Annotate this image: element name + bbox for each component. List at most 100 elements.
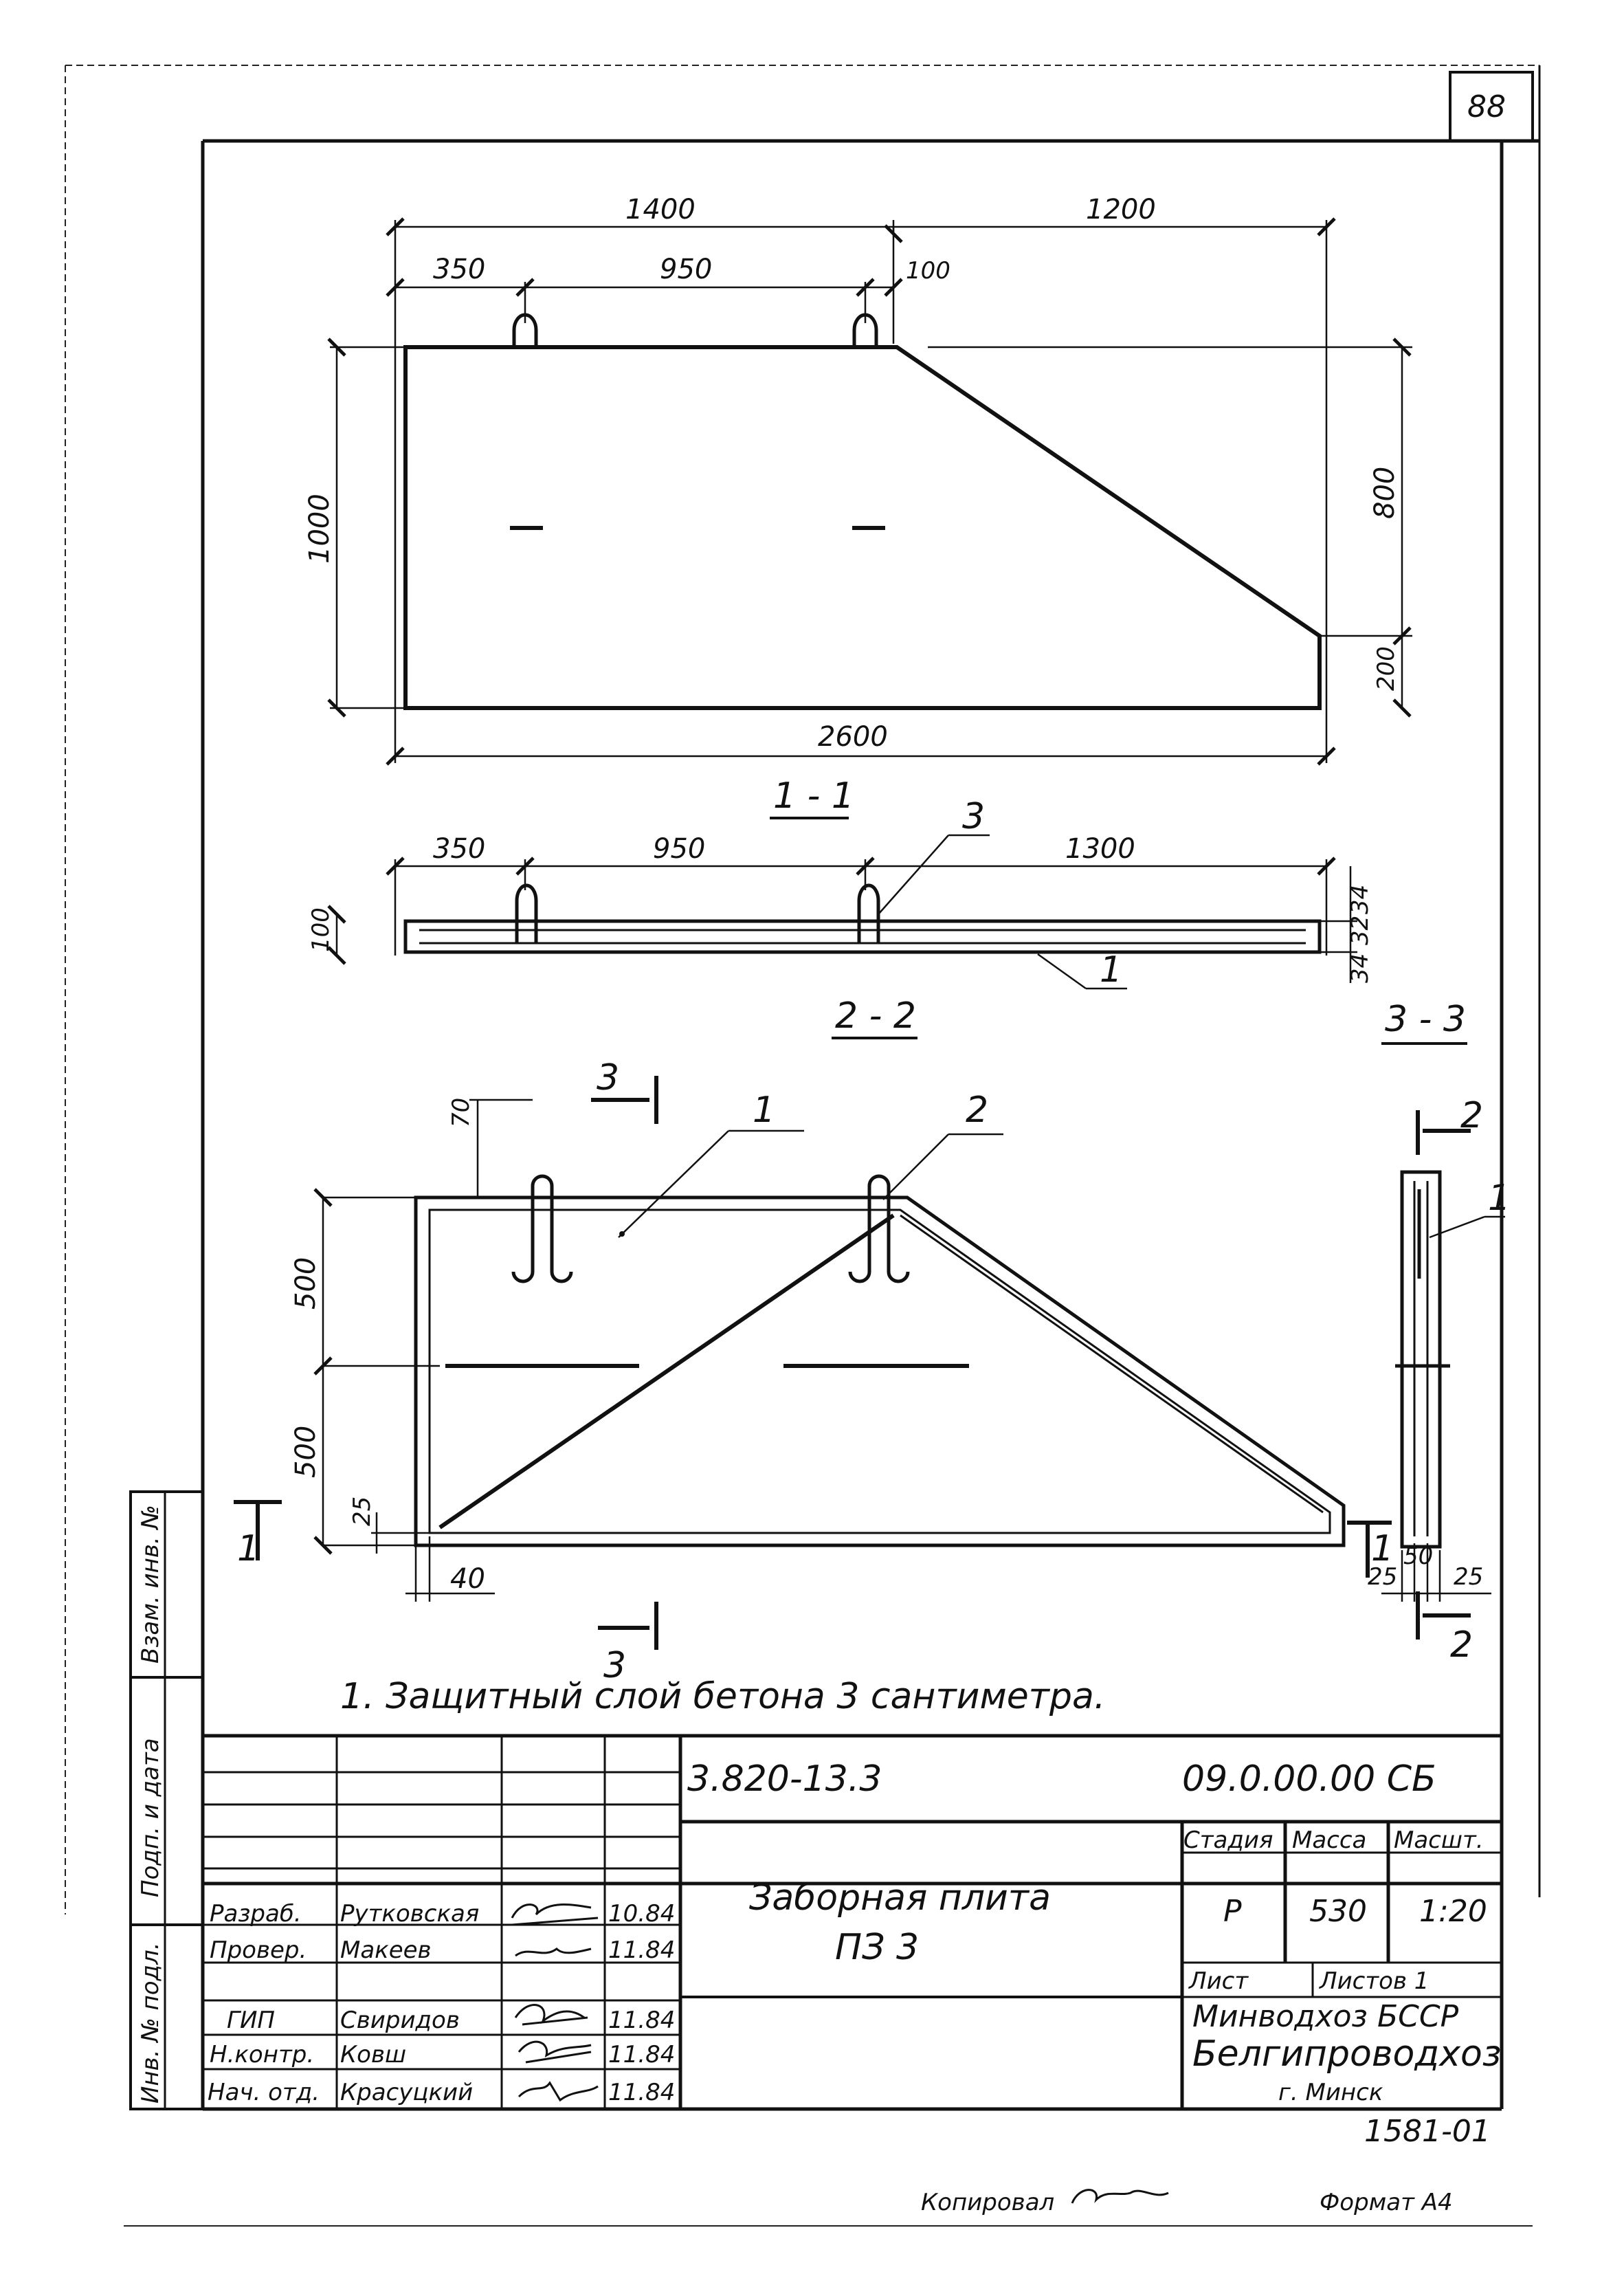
title-block: 3.820-13.3 09.0.00.00 СБ Заборная плита … [201, 1734, 1504, 2111]
s11-dim-350: 350 [433, 833, 485, 865]
svg-text:Красуцкий: Красуцкий [340, 2079, 473, 2106]
section-1-1-loop-left [515, 883, 538, 943]
hook-left [511, 1174, 573, 1283]
dim-950: 950 [660, 254, 712, 285]
cut-mark-2-top: 2 [1460, 1095, 1483, 1136]
side-label-sign: Подп. и дата [137, 1738, 164, 1897]
note: 1. Защитный слой бетона 3 сантиметра. [340, 1676, 1105, 1717]
copied-label: Копировал [921, 2189, 1054, 2216]
s22-dim-40: 40 [450, 1563, 485, 1595]
s22-dim-25: 25 [348, 1497, 376, 1526]
signature-row: Провер. Макеев 11.84 [210, 1936, 675, 1964]
stage-value: Р [1223, 1894, 1242, 1929]
archive-number: 1581-01 [1364, 2114, 1491, 2149]
svg-text:11.84: 11.84 [608, 2007, 675, 2034]
page-number: 88 [1467, 89, 1506, 124]
svg-text:11.84: 11.84 [608, 1936, 675, 1964]
s22-dim-500a: 500 [290, 1257, 322, 1310]
title-line-1: Заборная плита [749, 1877, 1051, 1919]
signature-row: ГИП Свиридов 11.84 [227, 2007, 675, 2034]
s22-dim-70: 70 [447, 1098, 475, 1127]
s33-callout-1: 1 [1488, 1178, 1511, 1219]
handwritten-signatures [511, 1903, 599, 2102]
plate-outline [403, 345, 1322, 710]
signature-row: Нач. отд. Красуцкий 11.84 [208, 2079, 675, 2106]
mass-header: Масса [1292, 1826, 1366, 1854]
svg-text:Провер.: Провер. [210, 1936, 307, 1964]
sheet-label: Лист [1188, 1967, 1249, 1995]
section-3-3-title: 3 - 3 [1385, 999, 1466, 1040]
diagonal-rebar [438, 1213, 895, 1530]
signature-row: Разраб. Рутковская 10.84 [210, 1900, 675, 1928]
dim-1000: 1000 [304, 494, 335, 564]
s11-dim-32: 32 [1346, 916, 1374, 945]
svg-text:Макеев: Макеев [340, 1936, 432, 1964]
doc-code: 3.820-13.3 [687, 1758, 882, 1800]
dim-350: 350 [433, 254, 485, 285]
s11-dim-100: 100 [307, 907, 335, 952]
s33-dim-25a: 25 [1368, 1563, 1397, 1591]
hook-right [848, 1174, 910, 1283]
outer-frame [65, 65, 1539, 1914]
side-label-replace: Взам. инв. № [137, 1505, 164, 1664]
org-line-3: г. Минск [1278, 2079, 1383, 2106]
section-1-1: 1 - 1 350 950 1300 100 34 32 [307, 775, 1374, 991]
cut-mark-3-bottom: 3 [603, 1645, 626, 1686]
s11-dim-950: 950 [653, 833, 705, 865]
svg-text:10.84: 10.84 [608, 1900, 675, 1928]
section-2-2: 2 - 2 [234, 995, 1394, 1686]
s33-dim-25b: 25 [1454, 1563, 1483, 1591]
section-1-1-loop-right [857, 883, 880, 943]
dim-100: 100 [906, 257, 950, 285]
dim-800: 800 [1369, 467, 1401, 519]
drawing-code: 09.0.00.00 СБ [1182, 1758, 1436, 1800]
scale-value: 1:20 [1419, 1894, 1487, 1929]
cut-mark-2-bottom: 2 [1450, 1624, 1473, 1666]
svg-text:Н.контр.: Н.контр. [210, 2041, 314, 2068]
s11-dim-34b: 34 [1346, 953, 1374, 983]
svg-text:ГИП: ГИП [227, 2007, 275, 2034]
stage-header: Стадия [1183, 1826, 1273, 1854]
dim-1400: 1400 [625, 194, 696, 225]
s11-callout-3: 3 [962, 796, 985, 837]
page-number-box: 88 [1449, 71, 1534, 142]
cut-mark-1-right: 1 [1371, 1528, 1394, 1569]
s11-dim-1300: 1300 [1065, 833, 1135, 865]
cut-mark-3-top: 3 [597, 1057, 619, 1099]
drawing-frame [201, 65, 1541, 1897]
scale-header: Масшт. [1394, 1826, 1484, 1854]
s33-dim-50: 50 [1403, 1543, 1433, 1570]
signature-row: Н.контр. Ковш 11.84 [210, 2041, 675, 2068]
org-line-1: Минводхоз БССР [1192, 1999, 1459, 2034]
sheets-label: Листов 1 [1318, 1967, 1429, 1995]
section-3-3: 3 - 3 2 2 1 25 50 25 [1368, 999, 1511, 1666]
section-1-1-title: 1 - 1 [773, 775, 854, 817]
dim-2600: 2600 [818, 721, 888, 753]
s11-dim-34a: 34 [1346, 885, 1374, 914]
title-line-2: ПЗ 3 [835, 1927, 919, 1968]
svg-text:Нач. отд.: Нач. отд. [208, 2079, 320, 2106]
side-stamp: Инв. № подл. Подп. и дата Взам. инв. № [129, 1490, 204, 2110]
dim-1200: 1200 [1086, 194, 1156, 225]
s11-callout-1: 1 [1100, 949, 1122, 991]
side-label-inv: Инв. № подл. [137, 1942, 164, 2104]
svg-text:Свиридов: Свиридов [340, 2007, 460, 2034]
svg-text:Разраб.: Разраб. [210, 1900, 302, 1928]
format-label: Формат А4 [1320, 2189, 1453, 2216]
section-2-2-title: 2 - 2 [835, 995, 916, 1037]
dim-200: 200 [1372, 646, 1400, 691]
mass-value: 530 [1309, 1894, 1367, 1929]
cut-mark-1-left: 1 [237, 1528, 260, 1569]
section-1-1-body [403, 919, 1322, 954]
svg-text:Ковш: Ковш [340, 2041, 406, 2068]
svg-text:Рутковская: Рутковская [340, 1900, 479, 1928]
svg-text:11.84: 11.84 [608, 2041, 675, 2068]
s22-dim-500b: 500 [290, 1426, 322, 1478]
org-line-2: Белгипроводхоз [1192, 2033, 1502, 2075]
s22-callout-2: 2 [966, 1090, 988, 1131]
svg-text:11.84: 11.84 [608, 2079, 675, 2106]
main-view: 1400 1200 350 950 100 2600 1000 800 200 [304, 194, 1412, 766]
s22-callout-1: 1 [753, 1090, 775, 1131]
copier-signature [1071, 2189, 1169, 2204]
